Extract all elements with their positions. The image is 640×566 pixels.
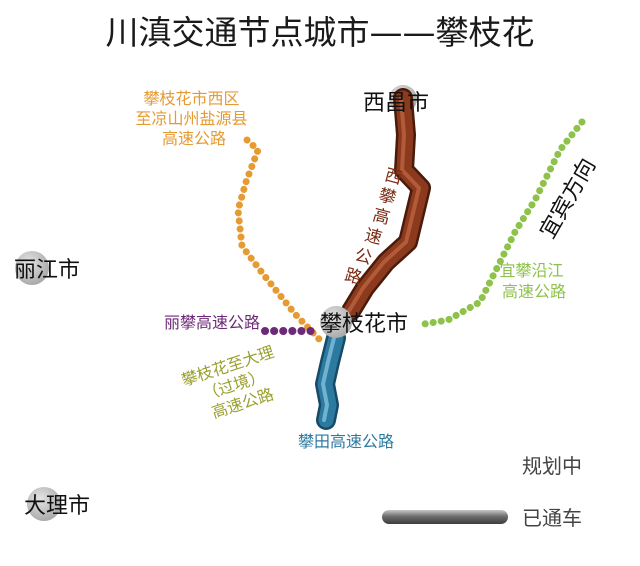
city-label-xichang: 西昌市 <box>363 91 429 116</box>
xipan-label-char: 公 <box>352 245 374 269</box>
legend: 规划中 已通车 <box>382 454 582 530</box>
dali-marker <box>27 487 61 521</box>
xipan-expressway <box>341 88 431 321</box>
lijiang-marker <box>15 251 49 285</box>
yipan-label: 宜攀沿江 高速公路 <box>499 261 568 301</box>
xiqu-yanyuan-label: 攀枝花市西区 至凉山州盐源县 高速公路 <box>135 89 252 148</box>
xipan-label-char: 速 <box>362 225 384 249</box>
xiqu-yanyuan-expressway <box>234 136 324 344</box>
xipan-label-char: 攀 <box>376 185 398 209</box>
xiqu-yanyuan-label-line1: 攀枝花市西区 <box>143 89 239 108</box>
pantian-label: 攀田高速公路 <box>298 432 394 451</box>
city-label-panzhihua: 攀枝花市 <box>320 312 408 337</box>
xiqu-yanyuan-label-line2: 至凉山州盐源县 <box>135 109 247 128</box>
legend-opened-label: 已通车 <box>522 506 582 530</box>
xiqu-yanyuan-label-line3: 高速公路 <box>162 129 226 148</box>
legend-opened-swatch <box>382 510 508 524</box>
pan-dali-label: 攀枝花至大理 （过境） 高速公路 <box>179 341 293 428</box>
pantian-expressway <box>315 328 346 430</box>
page-title: 川滇交通节点城市——攀枝花 <box>106 13 535 52</box>
panzhihua-marker <box>320 306 352 338</box>
city-label-dali: 大理市 <box>24 494 90 519</box>
xipan-label-char: 高 <box>370 205 392 229</box>
xipan-label-char: 西 <box>382 165 404 189</box>
legend-planned-label: 规划中 <box>522 454 582 478</box>
yipan-expressway <box>414 118 586 329</box>
xipan-label-char: 路 <box>342 265 364 289</box>
city-label-lijiang: 丽江市 <box>14 258 80 283</box>
yibin-direction-label: 宜宾方向 <box>536 154 602 243</box>
yipan-label-line2: 高速公路 <box>502 282 566 301</box>
lipan-label: 丽攀高速公路 <box>164 313 260 332</box>
yipan-label-line1: 宜攀沿江 <box>499 261 563 280</box>
